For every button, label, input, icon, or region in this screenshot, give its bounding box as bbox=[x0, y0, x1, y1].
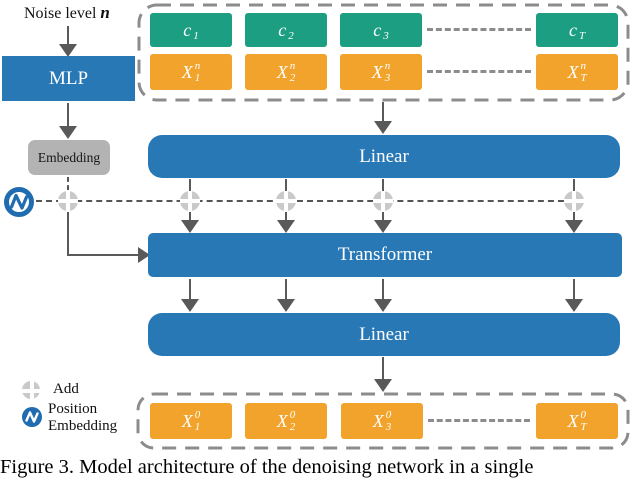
bend-horizontal-embedding bbox=[67, 254, 138, 256]
linear-top-block: Linear bbox=[148, 135, 620, 178]
tick-linear-add-3 bbox=[382, 179, 384, 191]
arrow-add2-transformer bbox=[285, 212, 287, 221]
add-node-4 bbox=[564, 191, 584, 211]
arrowhead-add3-transformer bbox=[374, 220, 392, 233]
tick-linear-add-4 bbox=[573, 179, 575, 191]
arrow-noise-to-mlp bbox=[67, 26, 69, 45]
arrowhead-tf-linear-2 bbox=[277, 299, 295, 312]
input-sequence-panel-border bbox=[137, 3, 630, 102]
arrowhead-noise-to-mlp bbox=[59, 44, 77, 57]
mlp-block: MLP bbox=[2, 56, 135, 101]
legend-position-embedding-label: Position Embedding bbox=[48, 401, 118, 434]
legend-position-embedding-icon bbox=[22, 407, 42, 427]
arrowhead-input-to-linear bbox=[374, 121, 392, 134]
linear-bottom-block: Linear bbox=[148, 313, 620, 356]
figure-caption: Figure 3. Model architecture of the deno… bbox=[0, 456, 534, 478]
ellipsis-condition-row bbox=[427, 28, 531, 31]
arrow-tf-linear-3 bbox=[382, 279, 384, 299]
noise-level-label: Noise level n bbox=[24, 3, 110, 22]
arrow-tf-linear-2 bbox=[285, 279, 287, 299]
arrowhead-add4-transformer bbox=[565, 220, 583, 233]
arrowhead-tf-linear-3 bbox=[374, 299, 392, 312]
embedding-block: Embedding bbox=[28, 140, 110, 175]
bend-vertical-embedding bbox=[67, 212, 69, 255]
arrowhead-add1-transformer bbox=[181, 220, 199, 233]
position-embedding-dashed-line bbox=[36, 200, 574, 202]
position-embedding-icon bbox=[4, 187, 34, 217]
arrow-tf-linear-4 bbox=[573, 279, 575, 299]
arrowhead-mlp-to-embedding bbox=[59, 126, 77, 139]
add-node-2 bbox=[276, 191, 296, 211]
arrow-add1-transformer bbox=[189, 212, 191, 221]
tick-linear-add-1 bbox=[189, 179, 191, 191]
tick-linear-add-2 bbox=[285, 179, 287, 191]
arrow-linear-to-output bbox=[382, 357, 384, 379]
legend-add-label: Add bbox=[53, 381, 79, 397]
arrowhead-tf-linear-4 bbox=[565, 299, 583, 312]
arrowhead-embedding-transformer bbox=[138, 247, 150, 263]
arrow-tf-linear-1 bbox=[189, 279, 191, 299]
arrow-mlp-to-embedding bbox=[67, 103, 69, 126]
ellipsis-noisy-row bbox=[427, 70, 531, 73]
output-sequence-panel-border bbox=[136, 392, 630, 450]
add-node-1 bbox=[180, 191, 200, 211]
ellipsis-output-row bbox=[428, 419, 530, 422]
arrowhead-linear-to-output bbox=[374, 379, 392, 392]
legend-add-icon bbox=[22, 381, 40, 399]
arrow-add3-transformer bbox=[382, 212, 384, 221]
embedding-to-add-dashed bbox=[67, 177, 69, 190]
arrow-add4-transformer bbox=[573, 212, 575, 221]
arrow-input-to-linear bbox=[382, 102, 384, 121]
transformer-block: Transformer bbox=[148, 233, 622, 277]
arrowhead-tf-linear-1 bbox=[181, 299, 199, 312]
add-node-embedding bbox=[58, 191, 78, 211]
arrowhead-add2-transformer bbox=[277, 220, 295, 233]
add-node-3 bbox=[373, 191, 393, 211]
